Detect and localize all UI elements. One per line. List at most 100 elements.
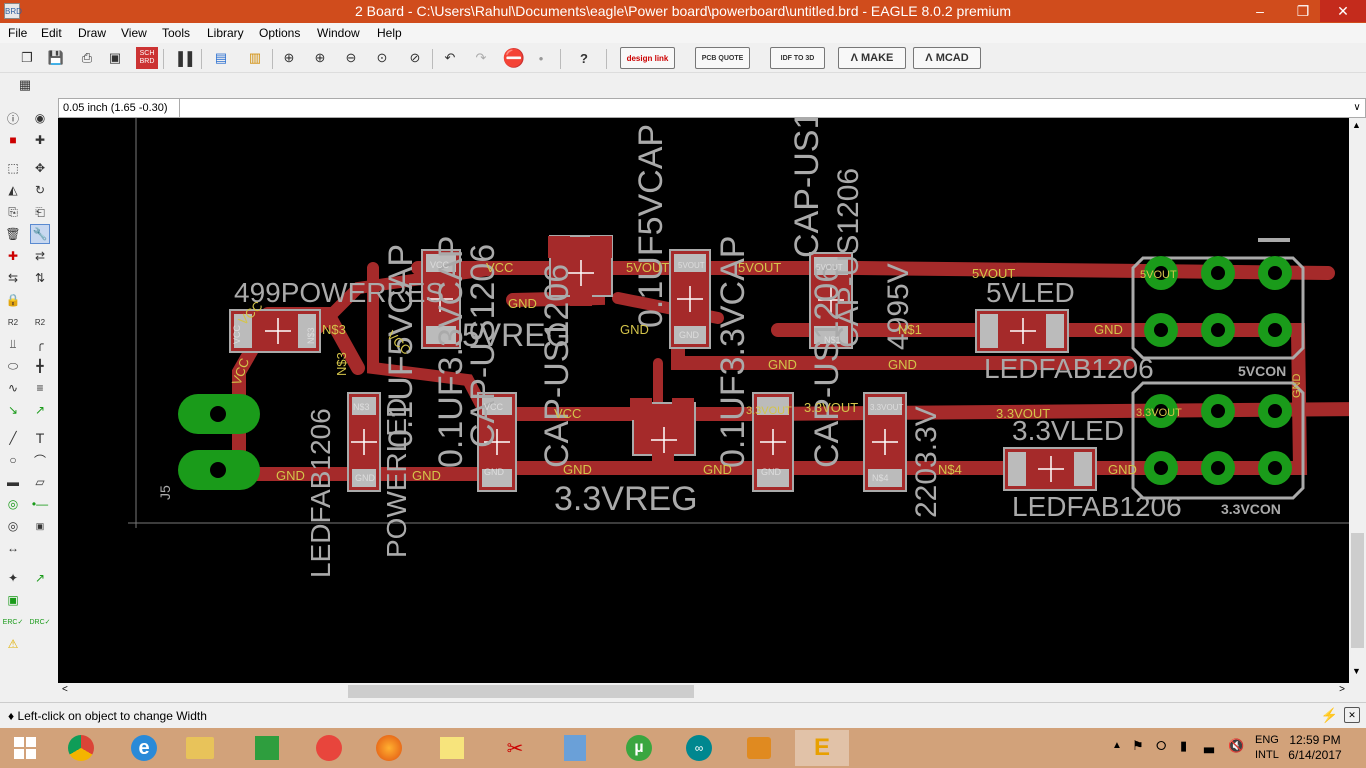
pcb-quote-button[interactable]: PCB QUOTE	[695, 47, 750, 69]
replace-icon[interactable]: ⇄	[34, 249, 46, 263]
scroll-left-icon[interactable]: <	[62, 684, 68, 695]
scroll-right-icon[interactable]: >	[1339, 684, 1345, 695]
copy-icon[interactable]: ⎘	[8, 204, 18, 219]
utorrent-taskbar-button[interactable]: µ	[612, 730, 666, 766]
optimize-icon[interactable]: ⬭	[7, 358, 19, 373]
media-taskbar-button[interactable]	[732, 730, 786, 766]
dimension-icon[interactable]: ↔	[7, 541, 19, 555]
pcb-layout[interactable]: 499POWERRES 5VREG 5VLED LEDFAB1206 3.3VL…	[58, 118, 1349, 683]
close-button[interactable]: ✕	[1320, 0, 1366, 22]
eagle-taskbar-button[interactable]: E	[795, 730, 849, 766]
paste-icon[interactable]: ⎗	[35, 204, 45, 219]
idf-to-3d-button[interactable]: IDF TO 3D	[770, 47, 825, 69]
script-icon[interactable]: ▤	[214, 50, 228, 65]
polygon-icon[interactable]: ▱	[35, 475, 45, 489]
arduino-taskbar-button[interactable]: ∞	[672, 730, 726, 766]
drc-icon[interactable]: DRC✓	[29, 619, 51, 626]
help-icon[interactable]: ?	[580, 50, 588, 66]
auto-icon[interactable]: ↗	[34, 571, 46, 585]
menu-tools[interactable]: Tools	[162, 26, 191, 40]
horizontal-scroll-thumb[interactable]	[348, 685, 694, 698]
smash-icon[interactable]: R2	[7, 317, 19, 327]
mark-icon[interactable]: ✚	[34, 133, 46, 147]
ulp-icon[interactable]: ▥	[248, 50, 262, 65]
miter-icon[interactable]: ╭	[36, 337, 44, 351]
menu-options[interactable]: Options	[259, 26, 301, 40]
chrome-taskbar-button[interactable]	[54, 730, 108, 766]
notes-taskbar-button[interactable]	[425, 730, 479, 766]
scroll-up-icon[interactable]: ▲	[1352, 120, 1361, 130]
move-icon[interactable]: ✥	[34, 161, 46, 175]
cam-icon[interactable]: ▣	[108, 50, 122, 65]
add-icon[interactable]: ✚	[7, 249, 19, 263]
print-icon[interactable]: ⎙	[81, 50, 93, 65]
open-icon[interactable]: ❐	[21, 50, 33, 65]
go-icon[interactable]: •	[538, 50, 544, 66]
display-layers-icon[interactable]: ■	[9, 133, 17, 147]
library-icon[interactable]: ▐▐	[173, 50, 193, 66]
menu-help[interactable]: Help	[377, 26, 402, 40]
maximize-button[interactable]: ❐	[1296, 3, 1310, 19]
firefox-taskbar-button[interactable]	[362, 730, 416, 766]
autorouter-icon[interactable]: ↗	[34, 403, 46, 417]
circle-icon[interactable]: ○	[9, 453, 17, 467]
errors-icon[interactable]: ⚠	[7, 637, 19, 651]
grid-icon[interactable]: ▦	[18, 77, 32, 92]
minimize-button[interactable]: –	[1256, 3, 1264, 19]
redo-icon[interactable]: ↷	[475, 50, 487, 65]
change-icon[interactable]: 🔧	[30, 224, 50, 244]
delete-icon[interactable]: 🗑	[5, 227, 21, 241]
save-icon[interactable]: 💾	[47, 50, 65, 65]
arc-icon[interactable]: ⌒	[33, 453, 46, 468]
route-icon[interactable]: ╋	[36, 359, 44, 373]
tray-volume-icon[interactable]: 🔇	[1228, 738, 1245, 753]
tray-usb-icon[interactable]: ⭘	[1156, 738, 1167, 753]
ripup-icon[interactable]: ↘	[7, 403, 19, 417]
stop-command-icon[interactable]: ✕	[1344, 707, 1360, 723]
pinswap-icon[interactable]: ⇅	[34, 271, 46, 285]
vertical-scroll-thumb[interactable]	[1351, 533, 1364, 648]
calculator-taskbar-button[interactable]	[548, 730, 602, 766]
via-icon[interactable]: ◎	[7, 497, 19, 511]
board-canvas[interactable]: 499POWERRES 5VREG 5VLED LEDFAB1206 3.3VL…	[58, 118, 1349, 683]
zoom-in-icon[interactable]: ⊕	[314, 50, 326, 65]
snipping-taskbar-button[interactable]: ✂	[488, 730, 542, 766]
mirror-icon[interactable]: ◭	[8, 183, 18, 197]
group-icon[interactable]: ⬚	[7, 161, 19, 175]
horizontal-scrollbar[interactable]: < >	[58, 683, 1349, 700]
tray-flag-icon[interactable]: ⚑	[1132, 738, 1144, 753]
make-button[interactable]: Λ MAKE	[838, 47, 906, 69]
scroll-down-icon[interactable]: ▼	[1352, 666, 1361, 676]
show-icon[interactable]: ◉	[34, 111, 46, 125]
tray-wifi-icon[interactable]: ▃	[1204, 738, 1214, 753]
command-history-dropdown-icon[interactable]: ∨	[1353, 102, 1361, 113]
wire-icon[interactable]: ╱	[9, 431, 17, 445]
command-input[interactable]	[195, 100, 1345, 116]
info-icon[interactable]: ⓘ	[6, 111, 19, 126]
board-icon[interactable]: ▣	[7, 593, 19, 607]
menu-view[interactable]: View	[121, 26, 147, 40]
mcad-button[interactable]: Λ MCAD	[913, 47, 981, 69]
hole-icon[interactable]: ◎	[7, 519, 19, 533]
store-taskbar-button[interactable]	[240, 730, 294, 766]
menu-edit[interactable]: Edit	[41, 26, 62, 40]
start-button[interactable]	[0, 730, 50, 766]
explorer-taskbar-button[interactable]	[173, 730, 227, 766]
zoom-out-icon[interactable]: ⊖	[345, 50, 357, 65]
zoom-fit-icon[interactable]: ⊕	[283, 50, 295, 65]
value-icon[interactable]: R2	[34, 317, 46, 327]
menu-window[interactable]: Window	[317, 26, 360, 40]
design-link-button[interactable]: design link	[620, 47, 675, 69]
undo-icon[interactable]: ↶	[444, 50, 456, 65]
ie-taskbar-button[interactable]: e	[117, 730, 171, 766]
split-icon[interactable]: ⫫	[9, 336, 17, 351]
rect-icon[interactable]: ▬	[7, 475, 19, 489]
menu-draw[interactable]: Draw	[78, 26, 107, 40]
attribute-icon[interactable]: ▣	[35, 520, 45, 531]
swap-icon[interactable]: ⇆	[7, 271, 19, 285]
zoom-redraw-icon[interactable]: ⊙	[376, 50, 388, 65]
ratsnest-icon[interactable]: ✦	[7, 571, 19, 585]
erc-icon[interactable]: ERC✓	[2, 619, 24, 626]
